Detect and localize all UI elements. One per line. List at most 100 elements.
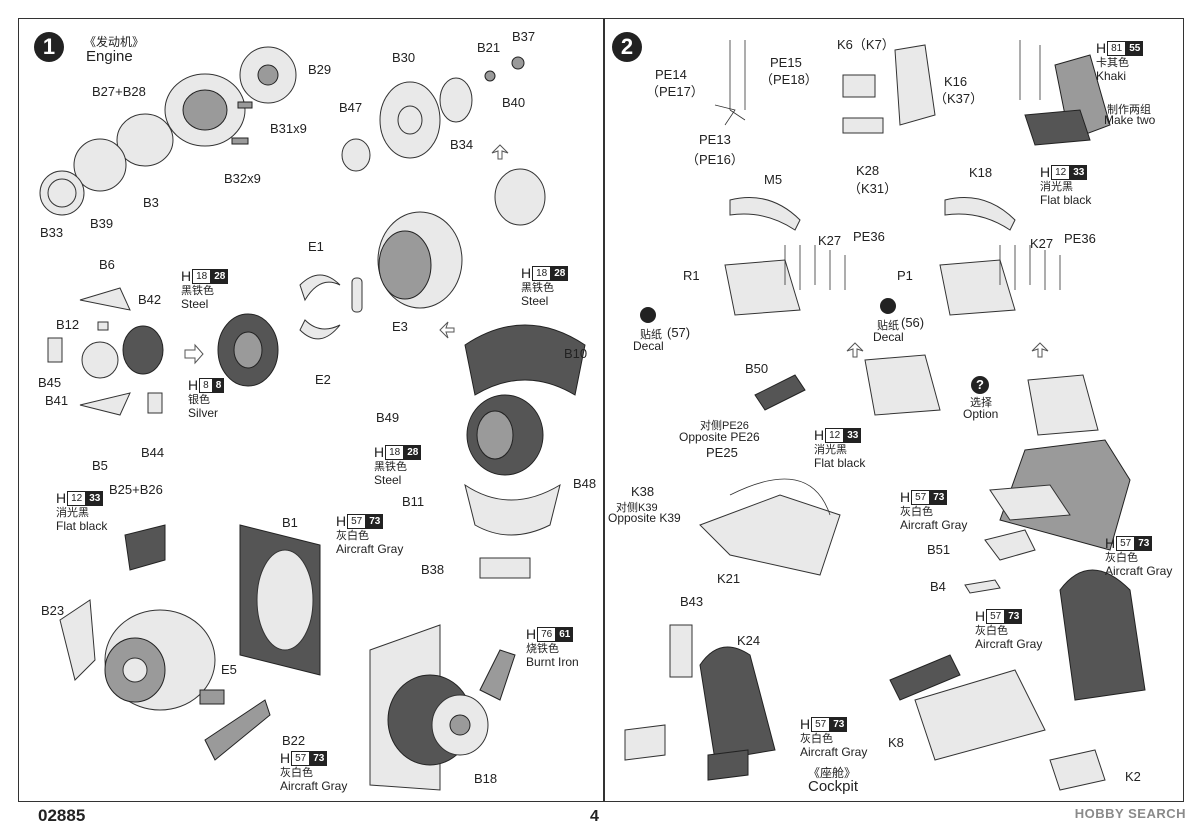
seat-back-k24-drawing (624, 624, 776, 781)
decal-en: Decal (633, 339, 664, 353)
paint-code2: 33 (1070, 164, 1088, 180)
paint-code1: 12 (825, 427, 845, 443)
paint-name-flat-black: 消光黑 Flat black (1040, 181, 1091, 207)
paint-en: Aircraft Gray (1105, 564, 1173, 578)
part-label-b25-b26: B25+B26 (109, 482, 163, 497)
paint-code1: 57 (1116, 535, 1136, 551)
page-number: 4 (590, 808, 599, 825)
paint-h: H (800, 716, 811, 732)
part-label-b49: B49 (376, 410, 400, 425)
paint-name-burnt-iron: 烧铁色 Burnt Iron (526, 643, 579, 669)
cooling-fan-b29-drawing (239, 46, 297, 104)
paint-h: H (1105, 535, 1116, 551)
part-label-k18: K18 (969, 165, 993, 180)
paint-code-silver: H 8 8 (188, 377, 225, 393)
paint-name-flat-black: 消光黑 Flat black (56, 507, 107, 533)
decal-number: (57) (667, 325, 691, 340)
paint-code1: 12 (67, 490, 87, 506)
paint-h: H (900, 489, 911, 505)
gear-drawing (47, 287, 164, 416)
paint-code1: 57 (911, 489, 931, 505)
step-2-title-cn: 《座舱》 (808, 766, 857, 780)
part-label-pe26-en: Opposite PE26 (679, 430, 760, 444)
part-label-b43: B43 (680, 594, 704, 609)
paint-name-steel: 黑铁色 Steel (521, 282, 554, 308)
part-label-b42: B42 (138, 292, 162, 307)
paint-code-burnt-iron: H 76 61 (526, 626, 574, 642)
paint-code1: 57 (811, 716, 831, 732)
paint-cn: 卡其色 (1096, 57, 1129, 69)
part-label-k39: 对侧K39 (616, 502, 658, 514)
part-label-m5: M5 (764, 172, 783, 187)
part-label-k31: （K31） (848, 181, 898, 196)
paint-code-aircraft-gray: H 57 73 (900, 489, 948, 505)
step-1-engine-panel (18, 18, 604, 802)
paint-cn: 黑铁色 (521, 282, 554, 294)
paint-en: Flat black (814, 456, 866, 470)
paint-en: Flat black (56, 519, 108, 533)
paint-en: Khaki (1096, 69, 1127, 83)
paint-name-aircraft-gray: 灰白色 Aircraft Gray (975, 625, 1042, 651)
paint-h: H (374, 444, 385, 460)
paint-cn: 灰白色 (800, 733, 833, 745)
part-label-b41: B41 (45, 393, 69, 408)
part-label-b6: B6 (99, 257, 115, 272)
step-1-direction-arrows (184, 144, 509, 365)
part-label-pe15: PE15 (770, 55, 802, 70)
paint-h: H (181, 268, 192, 284)
decal-cn: 贴纸 (877, 320, 899, 332)
paint-cn: 灰白色 (900, 506, 933, 518)
paint-en: Steel (374, 473, 402, 487)
paint-code1: 81 (1107, 40, 1127, 56)
paint-name-khaki: 卡其色 Khaki (1096, 57, 1129, 83)
paint-code-aircraft-gray: H 57 73 (280, 750, 328, 766)
part-label-b5: B5 (92, 458, 108, 473)
make-two-note-cn: 制作两组 (1107, 104, 1151, 116)
paint-code-steel: H 18 28 (374, 444, 422, 460)
paint-code2: 33 (86, 490, 104, 506)
paint-en: Flat black (1040, 193, 1092, 207)
paint-code2: 73 (830, 716, 848, 732)
paint-code1: 12 (1051, 164, 1071, 180)
rocker-b31-b32-drawing (231, 101, 253, 145)
make-two-note-en: Make two (1104, 113, 1156, 127)
paint-h: H (336, 513, 347, 529)
paint-name-silver: 银色 Silver (188, 394, 218, 420)
part-label-b38: B38 (421, 562, 445, 577)
part-label-b10: B10 (564, 346, 588, 361)
paint-code2: 73 (1005, 608, 1023, 624)
part-label-b39: B39 (90, 216, 114, 231)
paint-h: H (975, 608, 986, 624)
paint-code-steel: H 18 28 (181, 268, 229, 284)
part-label-b45: B45 (38, 375, 62, 390)
paint-en: Silver (188, 406, 219, 420)
part-label-pe36: PE36 (1064, 231, 1096, 246)
paint-name-steel: 黑铁色 Steel (181, 285, 214, 311)
burnt-iron-assembly-drawing (369, 624, 516, 791)
part-label-pe18: （PE18） (760, 72, 818, 87)
pe-brackets-drawing (714, 40, 746, 126)
step-2-number: 2 (612, 32, 642, 62)
paint-code-aircraft-gray: H 57 73 (975, 608, 1023, 624)
seat-khaki-drawing (1019, 40, 1111, 146)
paint-cn: 灰白色 (336, 530, 369, 542)
paint-code2: 55 (1126, 40, 1144, 56)
paint-en: Steel (181, 297, 209, 311)
instrument-panel-p1-drawing (939, 197, 1061, 316)
paint-h: H (526, 626, 537, 642)
part-label-r1: R1 (683, 268, 700, 283)
option-note-cn: 选择 (970, 397, 992, 409)
part-label-k21: K21 (717, 571, 741, 586)
paint-cn: 黑铁色 (374, 461, 407, 473)
part-label-k38: K38 (631, 484, 655, 499)
part-label-b51: B51 (927, 542, 951, 557)
product-code: 02885 (38, 806, 86, 825)
part-label-pe36: PE36 (853, 229, 885, 244)
paint-cn: 灰白色 (1105, 552, 1138, 564)
paint-code2: 61 (556, 626, 574, 642)
decal-cn: 贴纸 (640, 329, 662, 341)
part-label-b27-b28: B27+B28 (92, 84, 146, 99)
propeller-hub-drawing (341, 56, 525, 172)
part-label-b50: B50 (745, 361, 769, 376)
part-label-k16: K16 (944, 74, 968, 89)
